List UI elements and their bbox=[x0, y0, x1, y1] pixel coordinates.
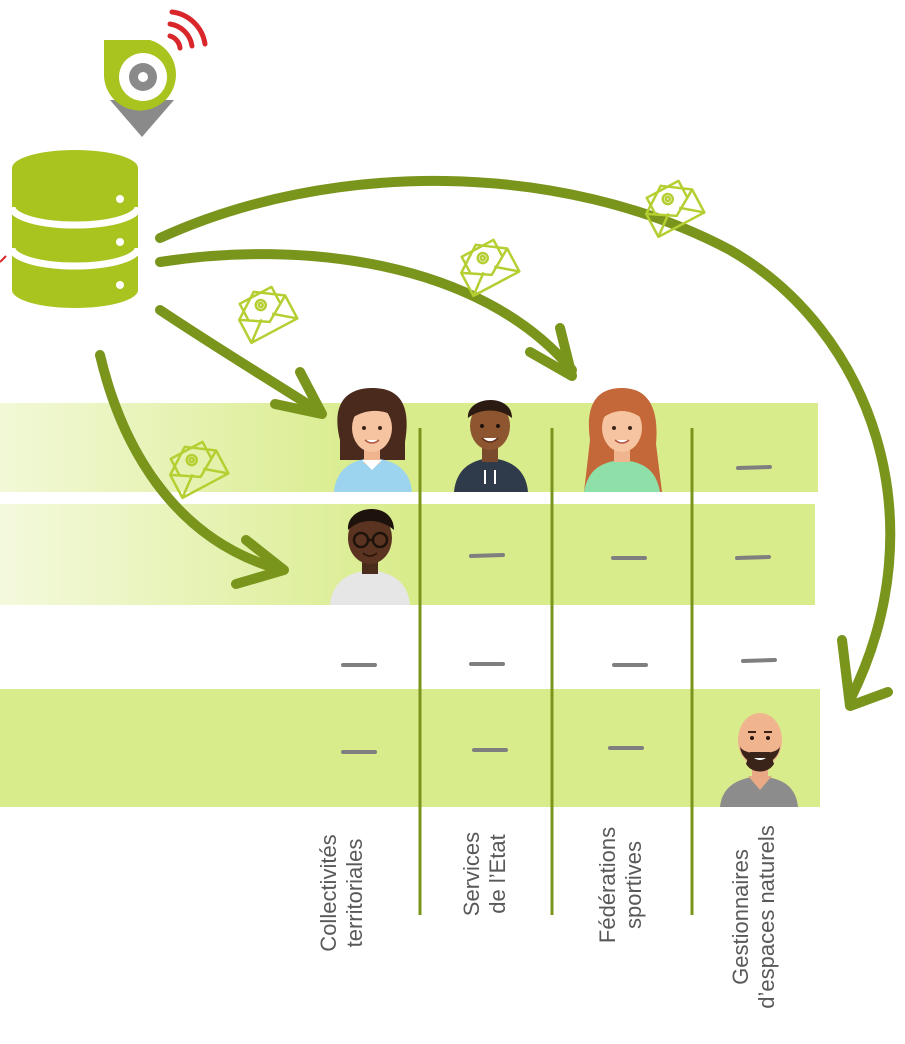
empty-cell-dash bbox=[735, 555, 771, 560]
empty-cell-dash bbox=[736, 465, 772, 470]
arrow-to-collectivites-1 bbox=[155, 305, 325, 417]
person-avatar-icon bbox=[330, 508, 410, 605]
email-envelope-icon bbox=[459, 238, 521, 298]
arrowhead bbox=[525, 323, 577, 381]
empty-cell-dash bbox=[469, 553, 505, 558]
column-label-federations: Fédérations sportives bbox=[581, 785, 661, 985]
column-label-line-2: de l’Etat bbox=[485, 834, 510, 914]
column-label-line-2: sportives bbox=[621, 840, 646, 930]
column-label-line-1: Services bbox=[459, 831, 484, 917]
arrow-to-gestionnaires bbox=[155, 175, 896, 705]
column-label-line-1: Fédérations bbox=[595, 826, 620, 944]
column-label-gestionnaires: Gestionnaires d’espaces naturels bbox=[714, 817, 794, 1017]
column-label-line-2: territoriales bbox=[342, 838, 367, 948]
person-avatar-icon bbox=[584, 388, 662, 492]
column-label-line-2: d’espaces naturels bbox=[754, 825, 779, 1009]
person-avatar-icon bbox=[720, 713, 798, 807]
column-dividers bbox=[418, 428, 694, 915]
partial-arrow-edge bbox=[0, 255, 7, 263]
wifi-signal-icon bbox=[167, 9, 208, 51]
arrowhead bbox=[837, 635, 893, 711]
empty-cell-dash bbox=[741, 658, 777, 663]
row-band-2 bbox=[0, 504, 815, 605]
database-icon bbox=[8, 150, 142, 308]
arrowhead bbox=[231, 535, 289, 589]
distribution-arrows bbox=[95, 175, 896, 711]
arrow-to-collectivites-2 bbox=[95, 350, 287, 575]
arrow-to-federations bbox=[155, 249, 577, 375]
column-label-line-1: Collectivités bbox=[316, 834, 341, 952]
column-label-collectivites: Collectivités territoriales bbox=[302, 793, 382, 993]
person-avatar-icon bbox=[334, 388, 412, 492]
arrowhead bbox=[270, 367, 327, 419]
location-pin-icon bbox=[104, 40, 176, 137]
empty-cell-dashes bbox=[341, 465, 777, 754]
column-label-services: Services de l’Etat bbox=[445, 774, 525, 974]
email-envelope-icon bbox=[644, 179, 706, 239]
email-envelope-icon bbox=[168, 440, 230, 500]
person-avatar-icon bbox=[454, 399, 528, 492]
email-envelope-icon bbox=[237, 285, 299, 345]
row-band-4 bbox=[0, 689, 820, 807]
column-label-line-1: Gestionnaires bbox=[728, 849, 753, 985]
